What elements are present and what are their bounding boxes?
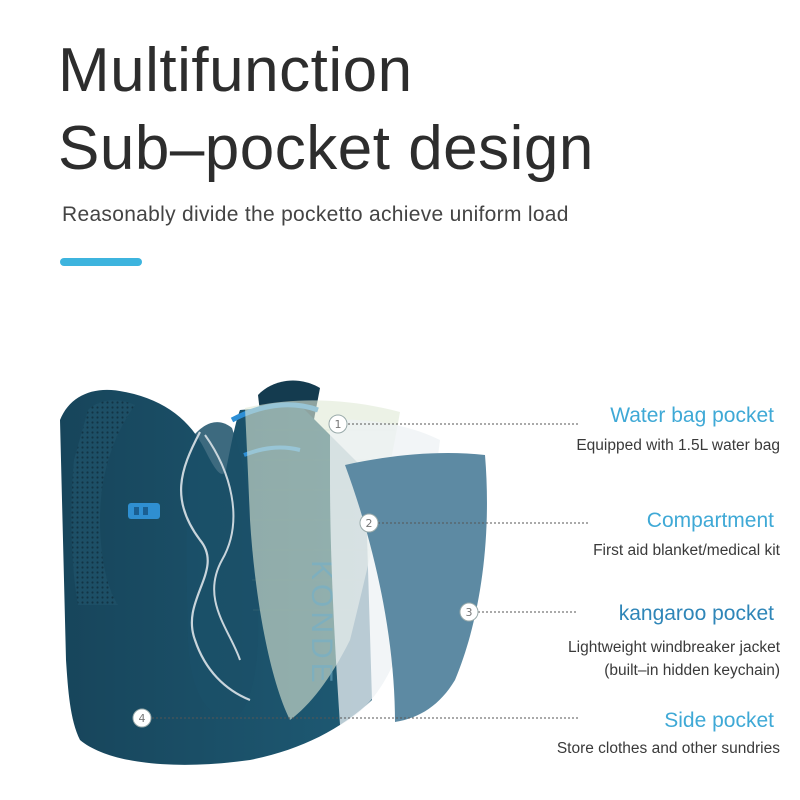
badge-3: 3 — [459, 602, 479, 622]
layer-kangaroo-pocket — [345, 453, 487, 722]
layer-grid-texture — [252, 429, 395, 611]
page-subtitle: Reasonably divide the pocketto achieve u… — [62, 203, 569, 226]
page-title-line-2: Sub–pocket design — [58, 114, 594, 183]
callout-kangaroo-desc-line2: (built–in hidden keychain) — [604, 662, 780, 679]
callout-water-bag-title: Water bag pocket — [610, 404, 774, 427]
vest-bungee-cord — [180, 431, 251, 702]
vest-chest-pocket — [186, 422, 259, 720]
svg-text:3: 3 — [466, 606, 473, 619]
accent-bar — [60, 258, 142, 266]
callout-kangaroo-title: kangaroo pocket — [618, 602, 774, 625]
callout-compartment-desc: First aid blanket/medical kit — [593, 542, 780, 559]
callout-water-bag-desc: Equipped with 1.5L water bag — [576, 437, 780, 454]
page-title-line-1: Multifunction — [58, 36, 413, 105]
callout-side-pocket-title: Side pocket — [664, 709, 774, 732]
badge-1: 1 — [328, 414, 348, 434]
badge-2: 2 — [359, 513, 379, 533]
leader-lines — [152, 423, 588, 719]
svg-text:1: 1 — [335, 418, 342, 431]
callout-kangaroo-desc: Lightweight windbreaker jacket — [568, 639, 780, 656]
badge-4: 4 — [132, 708, 152, 728]
svg-text:2: 2 — [366, 517, 373, 530]
vest-mesh-strap — [71, 400, 135, 605]
callout-compartment-title: Compartment — [646, 509, 774, 532]
svg-text:4: 4 — [139, 712, 146, 725]
callout-side-pocket-desc: Store clothes and other sundries — [556, 740, 780, 757]
